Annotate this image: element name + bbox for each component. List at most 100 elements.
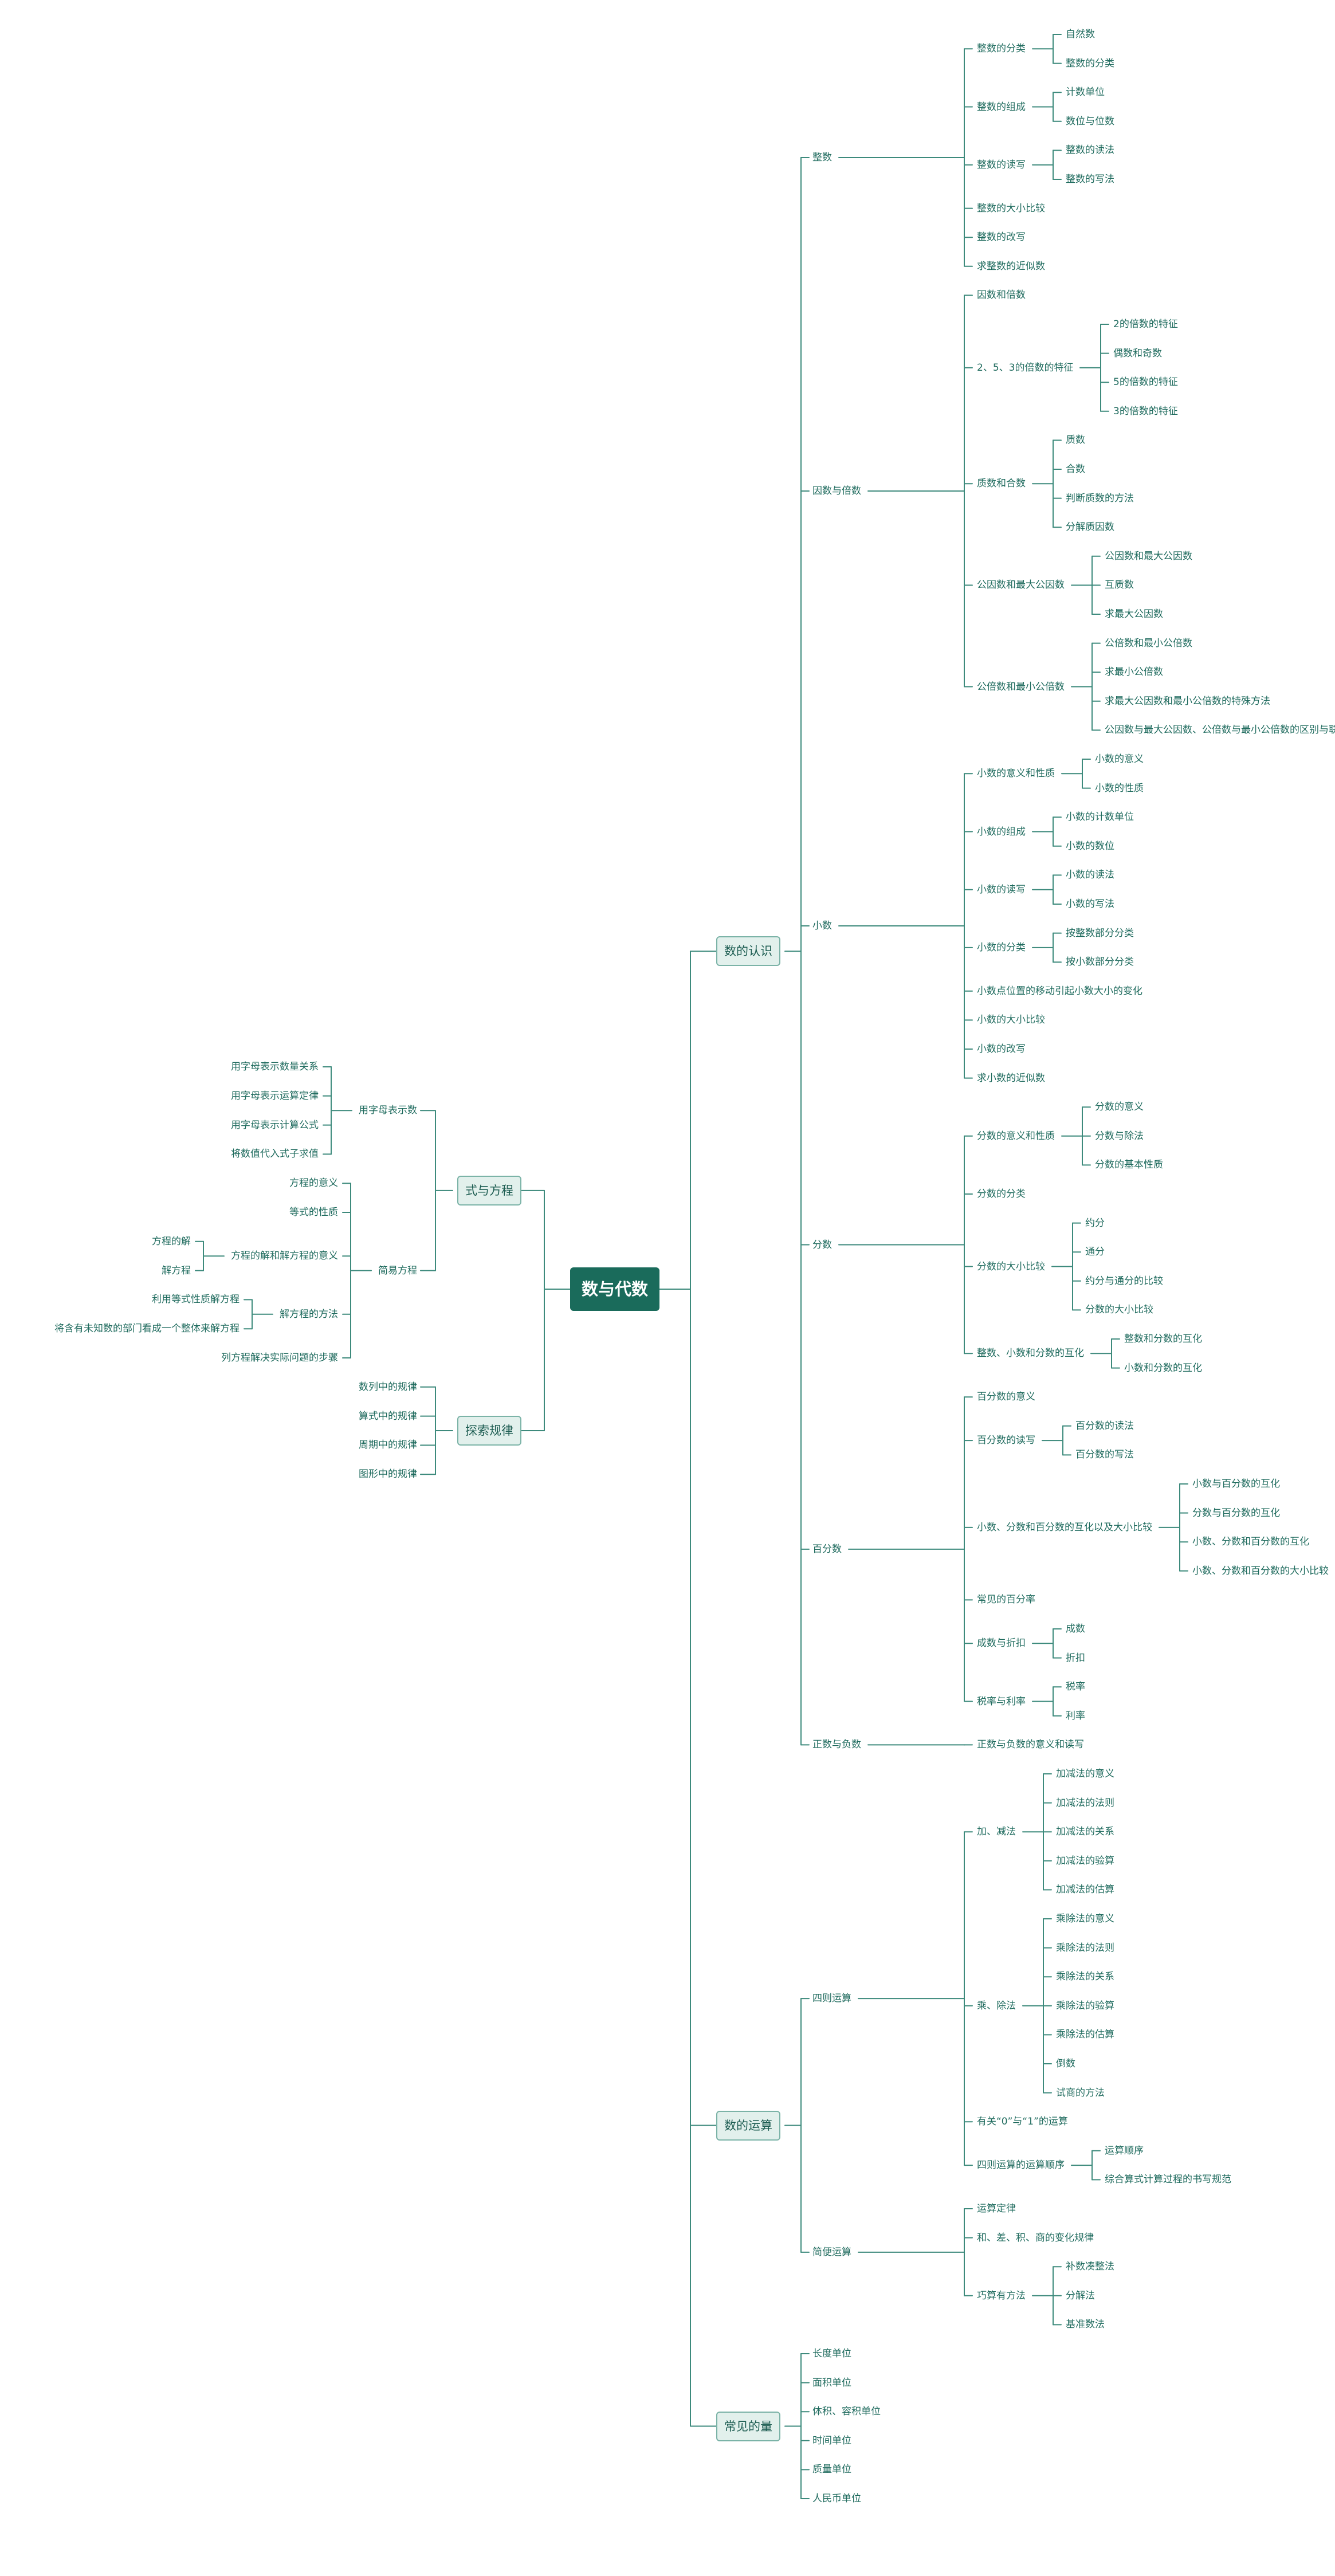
leaf-node: 将含有未知数的部门看成一个整体来解方程 (54, 1323, 239, 1335)
leaf-node: 人民币单位 (812, 2493, 861, 2504)
leaf-node: 计数单位 (1066, 87, 1105, 99)
subtopic-node: 2、5、3的倍数的特征 (977, 362, 1074, 374)
leaf-node: 整数的大小比较 (977, 202, 1045, 214)
leaf-node: 分数的分类 (977, 1188, 1026, 1200)
leaf-node: 2的倍数的特征 (1113, 319, 1178, 330)
leaf-node: 解方程 (162, 1265, 191, 1277)
leaf-node: 约分 (1085, 1217, 1105, 1229)
leaf-node: 乘除法的估算 (1056, 2029, 1114, 2041)
branch-topic: 数的运算 (716, 2110, 780, 2141)
leaf-node: 质数 (1066, 434, 1085, 446)
leaf-node: 和、差、积、商的变化规律 (977, 2232, 1094, 2244)
leaf-node: 3的倍数的特征 (1113, 405, 1178, 417)
leaf-node: 小数、分数和百分数的互化 (1192, 1536, 1309, 1548)
leaf-node: 求小数的近似数 (977, 1072, 1045, 1084)
leaf-node: 综合算式计算过程的书写规范 (1105, 2174, 1231, 2186)
leaf-node: 小数、分数和百分数的大小比较 (1192, 1565, 1329, 1577)
leaf-node: 整数的改写 (977, 231, 1026, 244)
root-topic: 数与代数 (570, 1267, 660, 1311)
leaf-node: 将数值代入式子求值 (231, 1148, 319, 1160)
subtopic-node: 四则运算 (812, 1993, 851, 2005)
subtopic-node: 加、减法 (977, 1826, 1016, 1838)
subtopic-node: 整数的读写 (977, 159, 1026, 171)
leaf-node: 分数与百分数的互化 (1192, 1507, 1280, 1519)
leaf-node: 有关“0”与“1”的运算 (977, 2116, 1068, 2128)
leaf-node: 分解质因数 (1066, 521, 1114, 533)
branch-topic: 数的认识 (716, 936, 780, 967)
leaf-node: 周期中的规律 (359, 1439, 417, 1451)
leaf-node: 百分数的意义 (977, 1391, 1035, 1403)
subtopic-node: 小数、分数和百分数的互化以及大小比较 (977, 1521, 1152, 1533)
leaf-node: 加减法的关系 (1056, 1826, 1114, 1838)
leaf-node: 税率 (1066, 1681, 1085, 1693)
leaf-node: 小数的计数单位 (1066, 811, 1134, 823)
subtopic-node: 小数的意义和性质 (977, 768, 1055, 780)
subtopic-node: 质数和合数 (977, 478, 1026, 490)
leaf-node: 小数与百分数的互化 (1192, 1478, 1280, 1490)
leaf-node: 求最小公倍数 (1105, 666, 1163, 678)
subtopic-node: 四则运算的运算顺序 (977, 2159, 1065, 2171)
subtopic-node: 分数的意义和性质 (977, 1130, 1055, 1142)
subtopic-node: 公倍数和最小公倍数 (977, 681, 1065, 693)
subtopic-node: 整数的分类 (977, 43, 1026, 55)
leaf-node: 公因数与最大公因数、公倍数与最小公倍数的区别与联系 (1105, 724, 1335, 736)
leaf-node: 乘除法的关系 (1056, 1971, 1114, 1983)
leaf-node: 正数与负数的意义和读写 (977, 1739, 1084, 1751)
leaf-node: 公因数和最大公因数 (1105, 550, 1192, 562)
leaf-node: 补数凑整法 (1066, 2261, 1114, 2273)
subtopic-node: 公因数和最大公因数 (977, 579, 1065, 591)
leaf-node: 求最大公因数和最小公倍数的特殊方法 (1105, 695, 1270, 707)
leaf-node: 加减法的验算 (1056, 1855, 1114, 1867)
leaf-node: 互质数 (1105, 579, 1134, 591)
subtopic-node: 百分数 (812, 1543, 842, 1555)
leaf-node: 分数的基本性质 (1095, 1159, 1163, 1171)
subtopic-node: 正数与负数 (812, 1739, 861, 1751)
subtopic-node: 因数与倍数 (812, 485, 861, 497)
leaf-node: 约分与通分的比较 (1085, 1275, 1163, 1287)
leaf-node: 小数点位置的移动引起小数大小的变化 (977, 985, 1142, 997)
leaf-node: 分数的大小比较 (1085, 1304, 1153, 1316)
branch-topic: 式与方程 (457, 1175, 521, 1205)
leaf-node: 分数的意义 (1095, 1101, 1144, 1113)
leaf-node: 乘除法的意义 (1056, 1913, 1114, 1925)
leaf-node: 方程的解 (152, 1235, 191, 1247)
subtopic-node: 用字母表示数 (359, 1105, 417, 1117)
subtopic-node: 小数 (812, 920, 832, 932)
subtopic-node: 简便运算 (812, 2246, 851, 2258)
leaf-node: 公倍数和最小公倍数 (1105, 637, 1192, 649)
leaf-node: 按小数部分分类 (1066, 956, 1134, 968)
subtopic-node: 税率与利率 (977, 1695, 1026, 1707)
leaf-node: 加减法的估算 (1056, 1884, 1114, 1896)
subtopic-node: 方程的解和解方程的意义 (231, 1250, 338, 1262)
subtopic-node: 小数的分类 (977, 941, 1026, 953)
leaf-node: 运算定律 (977, 2203, 1016, 2214)
subtopic-node: 分数的大小比较 (977, 1260, 1045, 1273)
leaf-node: 5的倍数的特征 (1113, 376, 1178, 388)
leaf-node: 利用等式性质解方程 (152, 1294, 239, 1306)
leaf-node: 自然数 (1066, 29, 1095, 40)
subtopic-node: 小数的读写 (977, 883, 1026, 896)
leaf-node: 小数的写法 (1066, 898, 1114, 910)
subtopic-node: 成数与折扣 (977, 1638, 1026, 1650)
leaf-node: 利率 (1066, 1710, 1085, 1722)
subtopic-node: 分数 (812, 1239, 832, 1251)
leaf-node: 质量单位 (812, 2464, 851, 2476)
subtopic-node: 简易方程 (378, 1265, 417, 1277)
leaf-node: 小数的数位 (1066, 840, 1114, 852)
leaf-node: 数位与位数 (1066, 115, 1114, 127)
leaf-node: 因数和倍数 (977, 289, 1026, 301)
subtopic-node: 巧算有方法 (977, 2290, 1026, 2302)
leaf-node: 乘除法的验算 (1056, 2000, 1114, 2012)
subtopic-node: 整数的组成 (977, 101, 1026, 113)
leaf-node: 面积单位 (812, 2377, 851, 2389)
leaf-node: 百分数的写法 (1075, 1449, 1134, 1461)
leaf-node: 整数的读法 (1066, 144, 1114, 156)
leaf-node: 方程的意义 (289, 1177, 338, 1189)
branch-topic: 探索规律 (457, 1416, 521, 1446)
leaf-node: 数列中的规律 (359, 1381, 417, 1393)
leaf-node: 试商的方法 (1056, 2087, 1105, 2099)
leaf-node: 用字母表示数量关系 (231, 1061, 319, 1073)
leaf-node: 小数的大小比较 (977, 1014, 1045, 1026)
leaf-node: 图形中的规律 (359, 1468, 417, 1481)
